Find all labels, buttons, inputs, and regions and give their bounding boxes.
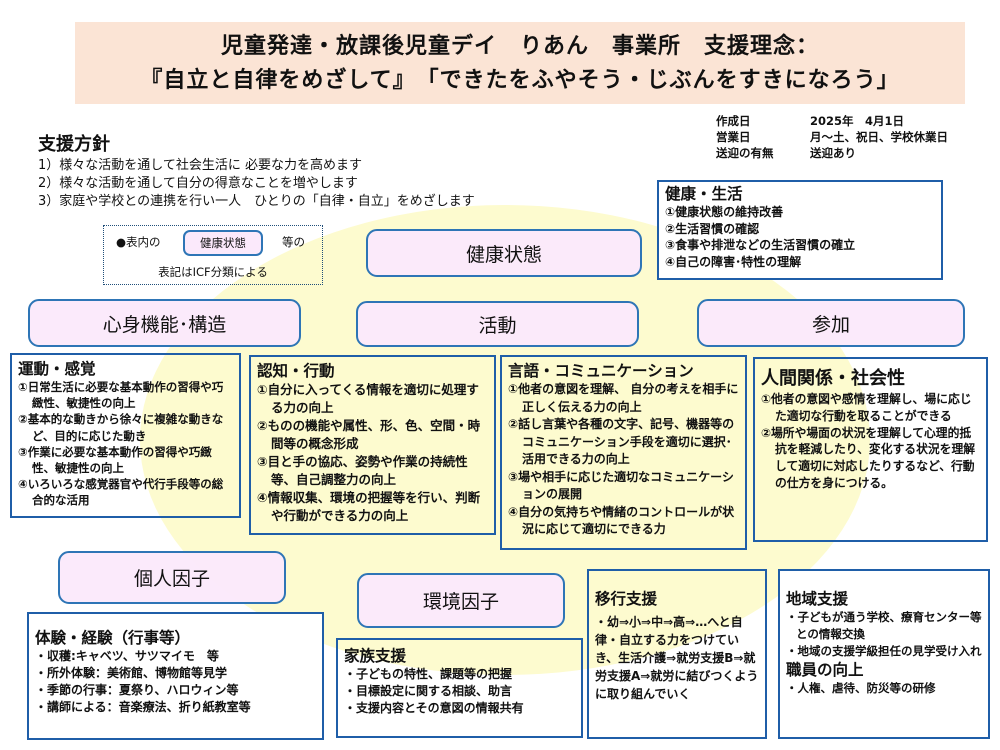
box-item: ①他者の意図や感情を理解し、場に応じた適切な行動を取ることができる (761, 392, 972, 423)
info-row: 作成日 2025年 4月1日 (716, 113, 948, 129)
box-cognition: 認知・行動 ①自分に入ってくる情報を適切に処理する力の向上 ②ものの機能や属性、… (249, 355, 496, 535)
box-item: ・所外体験：美術館、博物館等見学 (35, 666, 228, 680)
box-title: 健康・生活 (665, 185, 743, 203)
box-title: 家族支援 (344, 647, 407, 665)
info-key: 送迎の有無 (716, 146, 774, 160)
policy-item: 3）家庭や学校との連携を行い一人 ひとりの「自律・自立」をめざします (38, 194, 475, 209)
info-key: 営業日 (716, 130, 751, 144)
box-item: ②ものの機能や属性、形、色、空間・時間等の概念形成 (257, 418, 481, 451)
box-title-2: 職員の向上 (786, 661, 864, 679)
box-item: ・目標設定に関する相談、助言 (344, 684, 513, 698)
legend-prefix: ●表内の (116, 235, 161, 249)
info-row: 営業日 月～土、祝日、学校休業日 (716, 129, 948, 145)
box-item: ・季節の行事：夏祭り、ハロウィン等 (35, 683, 239, 697)
box-item: ②話し言葉や各種の文字、記号、機器等のコミュニケーション手段を適切に選択･活用で… (508, 417, 735, 466)
info-key: 作成日 (716, 114, 751, 128)
box-language: 言語・コミュニケーション ①他者の意図を理解、 自分の考えを相手に正しく伝える力… (500, 355, 747, 550)
box-title: 認知・行動 (257, 362, 335, 380)
category-body: 心身機能･構造 (28, 299, 301, 347)
box-item: ④自分の気持ちや情緒のコントロールが状況に応じて適切にできる力 (508, 504, 735, 537)
box-item: ・地域の支援学級担任の見学受け入れ (786, 644, 982, 658)
category-health: 健康状態 (366, 229, 642, 277)
box-item: ②場所や場面の状況を理解して心理的抵抗を軽減したり、変化する状況を理解して適切に… (761, 425, 976, 490)
box-item: ・人権、虐待、防災等の研修 (786, 681, 936, 695)
legend-suffix: 等の (282, 235, 305, 249)
box-item: ②基本的な動きから徐々に複雑な動きなど、目的に応じた動き (18, 412, 224, 443)
title-banner: 児童発達・放課後児童デイ りあん 事業所 支援理念： 『自立と自律をめざして』 … (75, 22, 965, 104)
legend-box: ●表内の 健康状態 等の 表記はICF分類による (103, 225, 323, 285)
box-item: ③目と手の協応、姿勢や作業の持続性等、自己調整力の向上 (257, 454, 468, 487)
box-item: ・支援内容とその意図の情報共有 (344, 701, 524, 715)
box-social: 人間関係・社会性 ①他者の意図や感情を理解し、場に応じた適切な行動を取ることがで… (753, 357, 988, 542)
title-line-2: 『自立と自律をめざして』 「できたをふやそう・じぶんをすきになろう」 (140, 68, 900, 93)
legend-note: 表記はICF分類による (158, 265, 268, 279)
info-value: 月～土、祝日、学校休業日 (810, 130, 948, 144)
box-title: 人間関係・社会性 (761, 368, 905, 389)
info-row: 送迎の有無 送迎あり (716, 145, 948, 161)
box-title: 運動・感覚 (18, 360, 96, 378)
box-community: 地域支援 ・子どもが通う学校、療育センター等との情報交換 ・地域の支援学級担任の… (778, 569, 990, 739)
box-item: ①健康状態の維持改善 (665, 205, 784, 219)
box-item: ③場や相手に応じた適切なコミュニケーションの展開 (508, 469, 734, 502)
box-title: 移行支援 (595, 590, 658, 608)
box-item: ①自分に入ってくる情報を適切に処理する力の向上 (257, 382, 479, 415)
box-family: 家族支援 ・子どもの特性、課題等の把握 ・目標設定に関する相談、助言 ・支援内容… (336, 638, 583, 738)
box-title: 言語・コミュニケーション (508, 362, 694, 380)
box-item: ・子どもが通う学校、療育センター等との情報交換 (786, 610, 982, 641)
category-personal: 個人因子 (58, 551, 286, 604)
info-value: 送迎あり (810, 146, 856, 160)
policy-heading: 支援方針 (38, 134, 110, 155)
policy-item: 2）様々な活動を通して自分の得意なことを増やします (38, 176, 358, 191)
box-item: ①日常生活に必要な基本動作の習得や巧緻性、敏捷性の向上 (18, 380, 224, 411)
box-experience: 体験・経験（行事等） ・収穫:キャベツ、サツマイモ 等 ・所外体験：美術館、博物… (27, 612, 324, 740)
policy-item: 1）様々な活動を通して社会生活に 必要な力を高めます (38, 158, 363, 173)
info-value: 2025年 4月1日 (810, 114, 905, 128)
info-block: 作成日 2025年 4月1日 営業日 月～土、祝日、学校休業日 送迎の有無 送迎… (716, 113, 948, 161)
box-title: 地域支援 (786, 590, 849, 608)
box-item: ④自己の障害･特性の理解 (665, 254, 802, 269)
box-item: ③作業に必要な基本動作の習得や巧緻性、敏捷性の向上 (18, 444, 212, 476)
box-item: ・講師による：音楽療法、折り紙教室等 (35, 700, 251, 714)
box-item: ④いろいろな感覚器官や代行手段等の総合的な活用 (18, 477, 224, 508)
category-environment: 環境因子 (357, 573, 565, 628)
box-item: ①他者の意図を理解、 自分の考えを相手に正しく伝える力の向上 (508, 382, 739, 414)
box-item: ②生活習慣の確認 (665, 221, 760, 236)
box-title: 体験・経験（行事等） (35, 629, 191, 647)
category-activity: 活動 (356, 301, 639, 347)
box-health-life: 健康・生活 ①健康状態の維持改善 ②生活習慣の確認 ③食事や排泄などの生活習慣の… (657, 180, 943, 280)
box-item: ③食事や排泄などの生活習慣の確立 (665, 238, 856, 252)
box-item: ・子どもの特性、課題等の把握 (344, 667, 513, 681)
policy-section: 支援方針 1）様々な活動を通して社会生活に 必要な力を高めます 2）様々な活動を… (38, 133, 475, 211)
box-item: ・収穫:キャベツ、サツマイモ 等 (35, 649, 219, 663)
box-item: ④情報収集、環境の把握等を行い、判断や行動ができる力の向上 (257, 490, 481, 523)
title-line-1: 児童発達・放課後児童デイ りあん 事業所 支援理念： (220, 34, 819, 59)
box-transition: 移行支援 ・幼⇒小⇒中⇒高⇒…へと自律・自立する力をつけていき、生活介護⇒就労支… (587, 569, 767, 739)
box-motor: 運動・感覚 ①日常生活に必要な基本動作の習得や巧緻性、敏捷性の向上 ②基本的な動… (10, 353, 241, 518)
box-body: ・幼⇒小⇒中⇒高⇒…へと自律・自立する力をつけていき、生活介護⇒就労支援B⇒就労… (595, 615, 759, 701)
category-participation: 参加 (697, 299, 965, 347)
legend-chip: 健康状態 (183, 230, 263, 256)
